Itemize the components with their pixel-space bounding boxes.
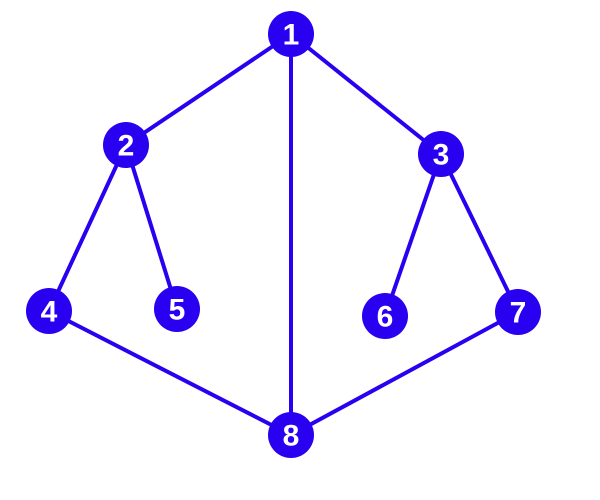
node-circle bbox=[26, 288, 72, 334]
node-2: 2 bbox=[103, 122, 149, 168]
edge-2-5 bbox=[124, 143, 179, 311]
node-label: 1 bbox=[283, 19, 300, 52]
node-5: 5 bbox=[154, 286, 200, 332]
edge-7-8 bbox=[289, 310, 520, 437]
node-label: 6 bbox=[377, 301, 394, 334]
node-8: 8 bbox=[268, 412, 314, 458]
node-1: 1 bbox=[268, 11, 314, 57]
node-4: 4 bbox=[26, 288, 72, 334]
edge-3-7 bbox=[439, 152, 520, 314]
node-label: 2 bbox=[118, 130, 135, 163]
node-7: 7 bbox=[495, 289, 541, 335]
node-circle bbox=[268, 11, 314, 57]
edge-1-2 bbox=[124, 32, 293, 147]
edge-3-6 bbox=[383, 152, 443, 318]
node-circle bbox=[154, 286, 200, 332]
node-label: 4 bbox=[41, 296, 58, 329]
node-label: 7 bbox=[510, 297, 527, 330]
node-label: 5 bbox=[169, 294, 186, 327]
edge-2-4 bbox=[47, 143, 128, 313]
edge-4-8 bbox=[47, 309, 293, 437]
node-6: 6 bbox=[362, 293, 408, 339]
node-circle bbox=[362, 293, 408, 339]
node-label: 8 bbox=[283, 420, 300, 453]
node-circle bbox=[418, 131, 464, 177]
node-label: 3 bbox=[433, 139, 450, 172]
node-circle bbox=[103, 122, 149, 168]
nodes-layer: 1 2 3 4 5 6 7 8 bbox=[26, 11, 541, 458]
node-circle bbox=[495, 289, 541, 335]
node-3: 3 bbox=[418, 131, 464, 177]
node-circle bbox=[268, 412, 314, 458]
edges-layer bbox=[47, 32, 520, 437]
edge-1-3 bbox=[289, 32, 443, 156]
